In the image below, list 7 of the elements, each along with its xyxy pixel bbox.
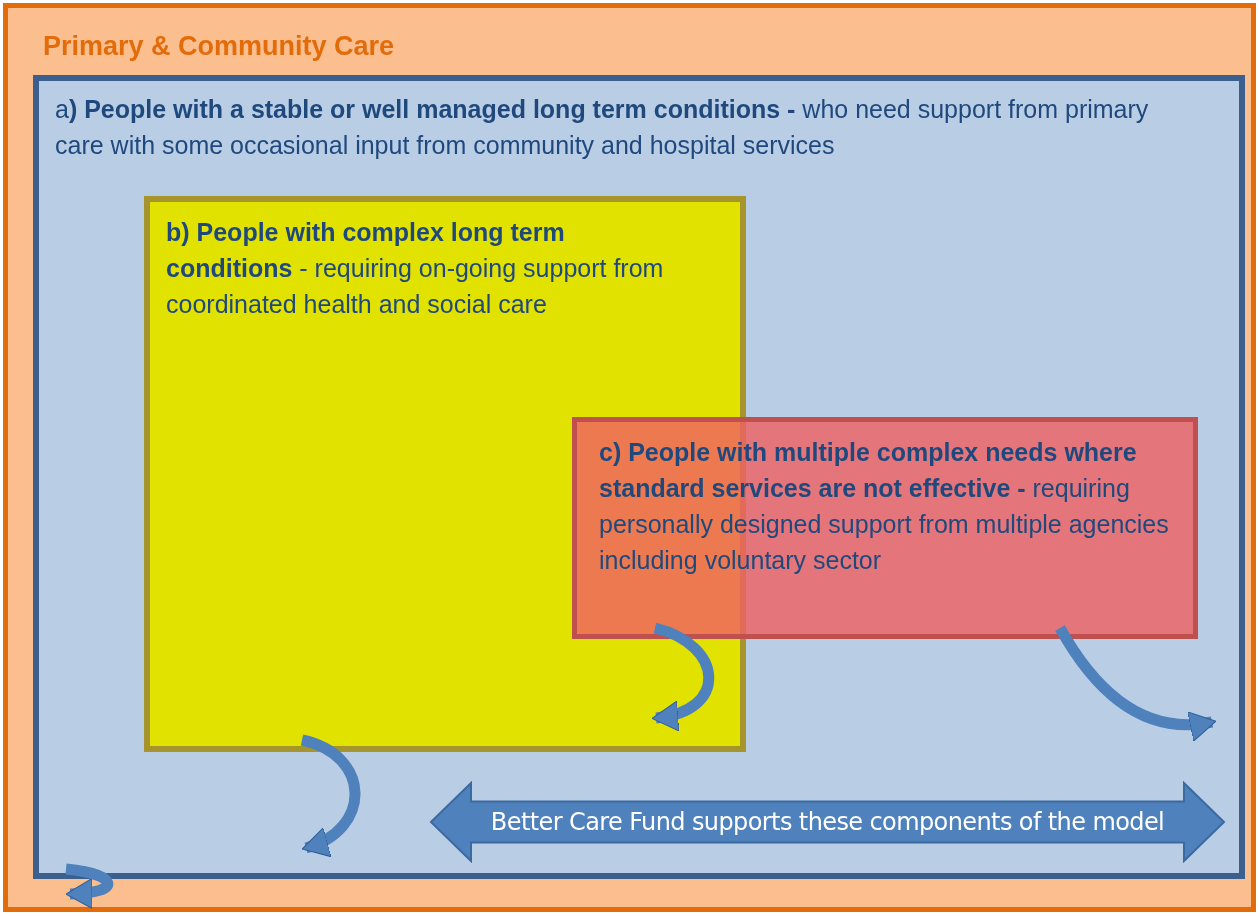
group-description: a) People with a stable or well managed long term conditions - who need support from primary care with some occasional input from community and hospital services: [55, 94, 1150, 161]
curved-arrow: [1055, 625, 1217, 741]
group-description: b) People with complex long term conditions - requiring on-going support from coordinated health and social care: [166, 217, 665, 320]
banner-text: Better Care Fund supports these components of the model: [489, 807, 1166, 838]
population-group-box: [572, 417, 1198, 639]
group-description: c) People with multiple complex needs where standard services are not effective - requiring personally designed support from multiple agencies including voluntary sector: [599, 437, 1170, 576]
panel-title: Primary & Community Care: [43, 30, 396, 63]
